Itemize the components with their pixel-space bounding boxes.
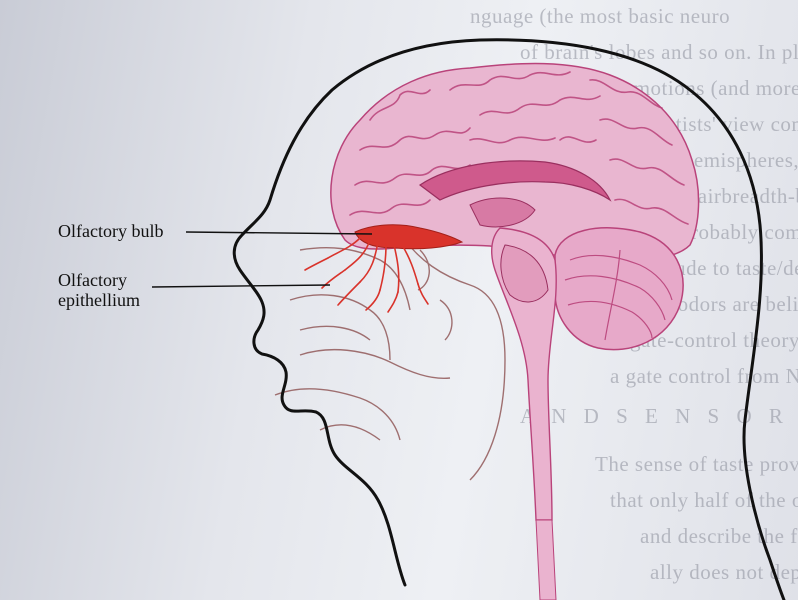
leader-line-olfactory-epithelium	[152, 285, 330, 287]
cerebellum	[555, 228, 683, 350]
skull-structures	[275, 240, 505, 480]
label-olfactory-epithelium-line1: Olfactory	[58, 270, 127, 290]
label-olfactory-epithelium-line2: epithellium	[58, 290, 140, 310]
label-olfactory-bulb: Olfactory bulb	[58, 221, 163, 241]
spinal-cord-lower	[536, 520, 556, 600]
